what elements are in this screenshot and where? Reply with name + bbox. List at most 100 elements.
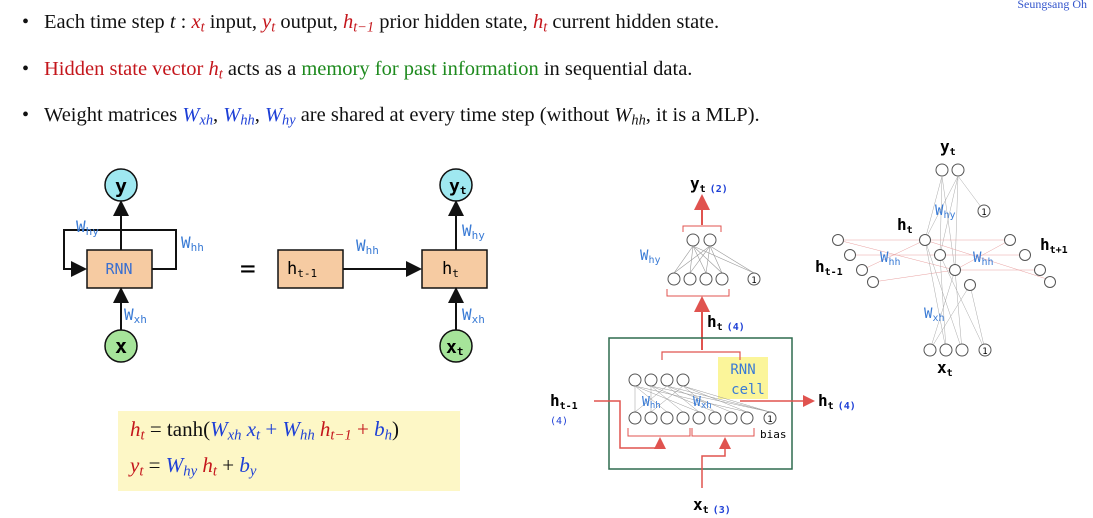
arrow-prev-hidden-in bbox=[594, 400, 666, 449]
equals-sign: = bbox=[240, 254, 256, 284]
net-w-hy-label: Why bbox=[935, 203, 955, 221]
net-hh-connections bbox=[837, 239, 1051, 283]
hidden-bracket bbox=[666, 289, 730, 297]
bullet-time-step: Each time step t : xt input, yt output, … bbox=[18, 2, 760, 49]
bullet-weight-matrices: Weight matrices Wxh, Whh, Why are shared… bbox=[18, 95, 760, 142]
arrow-xt-in bbox=[701, 437, 731, 488]
label-mid-w-hh: Whh bbox=[356, 236, 379, 257]
net-ht-next-label: ht+1 bbox=[1040, 235, 1068, 256]
net-prev-hidden-neuron bbox=[844, 249, 856, 261]
net-bias-neuron-bottom-label: 1 bbox=[982, 347, 987, 357]
current-hidden-label: ht bbox=[442, 259, 459, 280]
net-ht-prev-label: ht-1 bbox=[815, 257, 843, 278]
cell-input-neuron bbox=[692, 411, 706, 425]
label-w-hh: Whh bbox=[181, 233, 204, 254]
net-input-neuron bbox=[923, 343, 937, 357]
cell-input-neuron bbox=[708, 411, 722, 425]
formula-box: ht = tanh(Wxh xt + Whh ht−1 + bh) yt = W… bbox=[118, 411, 460, 491]
cell-ht-prev-count: (4) bbox=[550, 416, 568, 427]
hidden-neuron bbox=[667, 272, 681, 286]
hidden-neuron bbox=[699, 272, 713, 286]
rnn-cell-subtitle: cell bbox=[731, 382, 765, 398]
net-bias-neuron-top-label: 1 bbox=[981, 208, 986, 218]
cell-input-neuron bbox=[628, 411, 642, 425]
net-yt-label: yt bbox=[940, 137, 956, 158]
prev-hidden-label: ht-1 bbox=[287, 259, 317, 280]
rnn-cell-highlight bbox=[718, 357, 768, 399]
net-bias-neuron-top bbox=[977, 204, 991, 218]
cell-input-neuron bbox=[724, 411, 738, 425]
net-input-neuron bbox=[955, 343, 969, 357]
hidden-neuron bbox=[683, 272, 697, 286]
net-next-hidden-neuron bbox=[1044, 276, 1056, 288]
output-neuron bbox=[686, 233, 700, 247]
cell-ht-out-label: ht(4) bbox=[707, 312, 745, 333]
net-prev-hidden-neuron bbox=[832, 234, 844, 246]
output-node-label: y bbox=[115, 174, 127, 198]
cell-bias-label: bias bbox=[760, 428, 787, 441]
net-next-hidden-neuron bbox=[1034, 264, 1046, 276]
rnn-box-label: RNN bbox=[105, 260, 132, 278]
cell-input-neuron bbox=[740, 411, 754, 425]
cell-yt-label: yt(2) bbox=[690, 174, 728, 195]
prev-hidden-box bbox=[277, 249, 344, 289]
input-node-label: x bbox=[115, 334, 127, 358]
cell-bias-neuron bbox=[763, 411, 777, 425]
formula-output: yt = Why ht + by bbox=[130, 453, 257, 480]
net-prev-hidden-neuron bbox=[856, 264, 868, 276]
rnn-box bbox=[86, 249, 153, 289]
input-node-xt-label: xt bbox=[446, 337, 463, 358]
cell-right-bracket bbox=[691, 428, 755, 437]
net-w-hh-right-label: Whh bbox=[973, 250, 993, 268]
folded-rnn-diagram: y RNN x Why Whh Wxh = ht-1 Whh ht yt xt … bbox=[63, 168, 488, 363]
formula-hidden-state: ht = tanh(Wxh xt + Whh ht−1 + bh) bbox=[130, 417, 399, 444]
cell-bias-neuron-label: 1 bbox=[767, 415, 772, 425]
net-hidden-neuron bbox=[934, 249, 946, 261]
output-neuron bbox=[703, 233, 717, 247]
output-bracket bbox=[682, 225, 722, 232]
author-name: Seungsang Oh bbox=[1017, 0, 1087, 11]
cell-xt-label: xt(3) bbox=[693, 495, 731, 516]
cell-hidden-neuron bbox=[644, 373, 658, 387]
bias-neuron-label: 1 bbox=[751, 276, 756, 286]
cell-left-bracket bbox=[627, 428, 691, 437]
cell-w-hy-label: Why bbox=[640, 248, 660, 266]
net-w-hh-left-label: Whh bbox=[880, 250, 900, 268]
net-hidden-neuron bbox=[949, 264, 961, 276]
current-hidden-box bbox=[421, 249, 488, 289]
label-right-w-hy: Why bbox=[462, 221, 485, 242]
cell-hidden-neuron bbox=[628, 373, 642, 387]
cell-ht-right-label: ht(4) bbox=[818, 391, 856, 412]
net-ht-label: ht bbox=[897, 215, 913, 236]
net-output-neuron bbox=[935, 163, 949, 177]
rnn-cell-border bbox=[608, 337, 793, 470]
cell-input-neuron bbox=[660, 411, 674, 425]
label-right-w-xh: Wxh bbox=[462, 305, 485, 326]
net-next-hidden-neuron bbox=[1004, 234, 1016, 246]
net-input-neuron bbox=[939, 343, 953, 357]
bullet-hidden-state: Hidden state vector ht acts as a memory … bbox=[18, 49, 760, 96]
net-bias-neuron-bottom bbox=[978, 343, 992, 357]
net-hy-connections bbox=[924, 175, 985, 271]
unrolled-network-diagram: yt Why 1 ht ht-1 ht+1 bbox=[815, 137, 1068, 379]
net-hidden-neuron bbox=[919, 234, 931, 246]
rnn-cell-title: RNN bbox=[730, 362, 755, 378]
cell-input-neuron bbox=[644, 411, 658, 425]
cell-ht-prev-label: ht-1 bbox=[550, 391, 578, 412]
net-w-xh-label: Wxh bbox=[924, 306, 944, 324]
recurrent-loop-arrow bbox=[63, 229, 177, 277]
cell-w-hh-label: Whh bbox=[642, 395, 661, 411]
bias-neuron bbox=[747, 272, 761, 286]
cell-input-neuron bbox=[676, 411, 690, 425]
cell-hidden-neuron bbox=[660, 373, 674, 387]
hy-connections bbox=[673, 245, 755, 274]
net-hidden-neuron bbox=[964, 279, 976, 291]
net-next-hidden-neuron bbox=[1019, 249, 1031, 261]
net-output-neuron bbox=[951, 163, 965, 177]
cell-top-bracket bbox=[661, 351, 741, 360]
rnn-cell-diagram: yt(2) Why 1 ht(4) RNN cell bbox=[550, 174, 856, 516]
output-node-yt-label: yt bbox=[449, 176, 466, 197]
net-prev-hidden-neuron bbox=[867, 276, 879, 288]
cell-connections bbox=[634, 385, 771, 413]
